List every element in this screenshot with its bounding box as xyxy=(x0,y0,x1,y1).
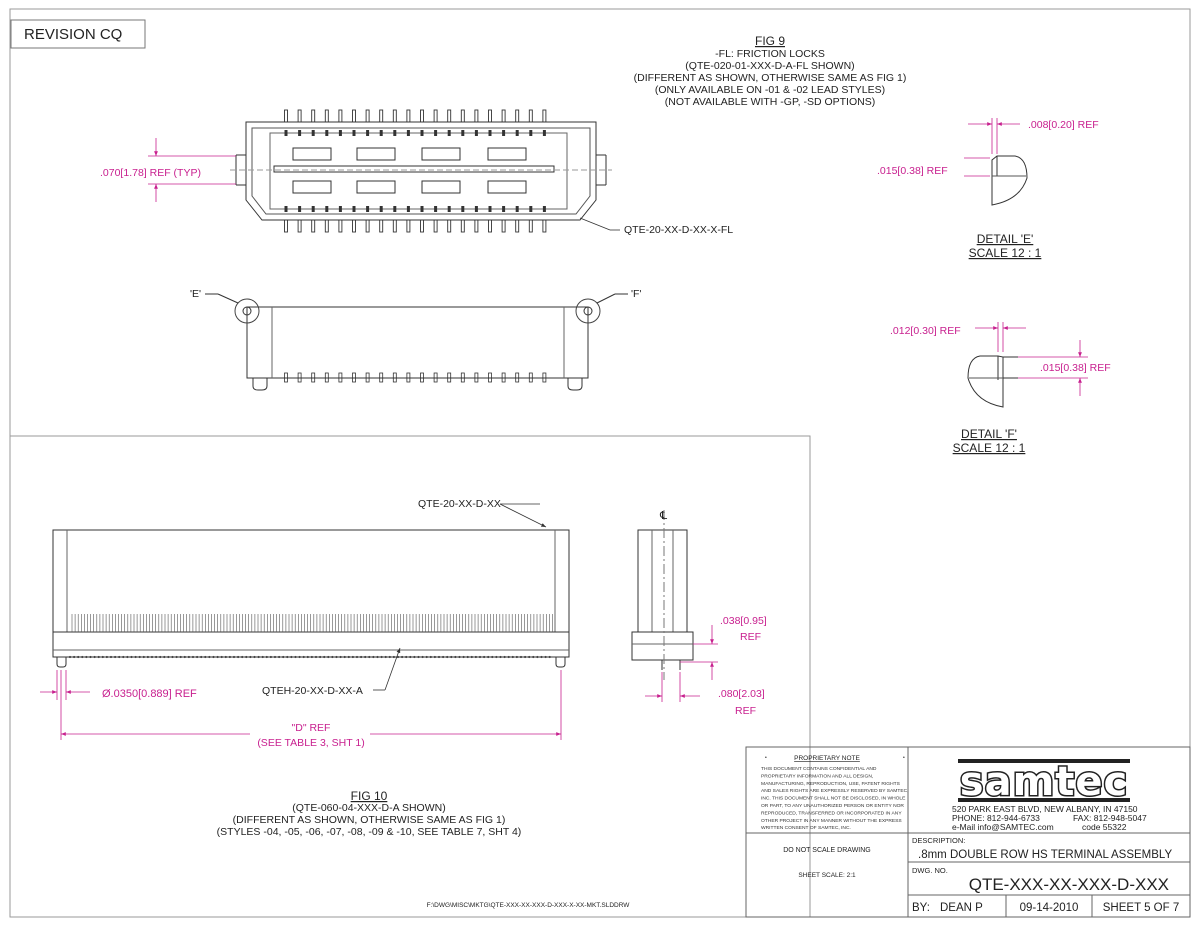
do-not-scale: DO NOT SCALE DRAWING xyxy=(783,847,871,854)
detail-f-title: DETAIL 'F' xyxy=(961,427,1017,441)
detail-f-scale: SCALE 12 : 1 xyxy=(953,441,1026,455)
by-name: DEAN P xyxy=(940,902,983,914)
fig9-pin-row xyxy=(284,109,547,233)
fig10-note-1: (QTE-060-04-XXX-D-A SHOWN) xyxy=(292,802,445,814)
fig10-centerline: ℄ xyxy=(659,510,667,522)
fig10-front-view xyxy=(52,529,570,668)
sheet-number: SHEET 5 OF 7 xyxy=(1103,902,1179,914)
fig10-side-dimensions xyxy=(645,625,718,702)
fig10-side-dim-top-ref: REF xyxy=(740,631,761,643)
proprietary-title: PROPRIETARY NOTE xyxy=(794,755,860,762)
fig10-side-dim-bottom: .080[2.03] xyxy=(718,688,765,700)
fig10-dimensions xyxy=(40,670,562,740)
company-phone: PHONE: 812-944-6733 xyxy=(952,813,1040,823)
detail-e-view xyxy=(991,155,1028,206)
proprietary-line: MANUFACTURING, REPRODUCTION, USE, PATENT… xyxy=(761,781,901,787)
detail-e-dim-side: .015[0.38] REF xyxy=(877,165,948,177)
fig9-dim-ref: .070[1.78] REF (TYP) xyxy=(100,167,201,179)
fig9-note-4: (ONLY AVAILABLE ON -01 & -02 LEAD STYLES… xyxy=(655,84,885,96)
fig10-frame xyxy=(10,435,811,917)
proprietary-line: INC. THIS DOCUMENT SHALL NOT BE DISCLOSE… xyxy=(761,796,906,802)
proprietary-line: PROPRIETARY INFORMATION AND ALL DESIGN, xyxy=(761,773,873,779)
fig10-note-3: (STYLES -04, -05, -06, -07, -08, -09 & -… xyxy=(217,826,522,838)
fig10-side-dim-bottom-ref: REF xyxy=(735,705,756,717)
fig10-d-ref-note: (SEE TABLE 3, SHT 1) xyxy=(257,737,364,749)
detail-f-view xyxy=(967,355,1018,408)
fig10-contact-ticks xyxy=(71,614,553,632)
revision-label: REVISION CQ xyxy=(24,26,122,43)
samtec-logo: samtec xyxy=(958,758,1130,807)
detail-e-dimension xyxy=(964,118,1020,177)
detail-f-marker: 'F' xyxy=(631,288,641,300)
detail-e-title: DETAIL 'E' xyxy=(977,232,1034,246)
svg-text:•: • xyxy=(765,755,767,761)
dwg-no: QTE-XXX-XX-XXX-D-XXX xyxy=(969,875,1169,894)
proprietary-line: WRITTEN CONSENT OF SAMTEC, INC. xyxy=(761,825,851,831)
proprietary-text: THIS DOCUMENT CONTAINS CONFIDENTIAL ANDP… xyxy=(761,766,909,831)
company-code: code 55322 xyxy=(1082,822,1127,832)
fig10-title: FIG 10 xyxy=(351,789,388,803)
fig9-note-3: (DIFFERENT AS SHOWN, OTHERWISE SAME AS F… xyxy=(634,72,907,84)
drawing-date: 09-14-2010 xyxy=(1020,902,1079,914)
detail-f-dimension xyxy=(975,322,1088,396)
fig10-bottom-leader xyxy=(384,647,401,691)
fig9-leader xyxy=(579,217,611,231)
fig9-note-5: (NOT AVAILABLE WITH -GP, -SD OPTIONS) xyxy=(665,96,875,108)
description-label: DESCRIPTION: xyxy=(912,836,965,845)
file-path: F:\DWG\MISC\MKTG\QTE-XXX-XX-XXX-D-XXX-X-… xyxy=(427,902,631,909)
fig10-bottom-label: QTEH-20-XX-D-XX-A xyxy=(262,685,363,697)
detail-f-dim-side: .015[0.38] REF xyxy=(1040,362,1111,374)
proprietary-line: AND SALES RIGHTS ARE EXPRESSLY RESERVED … xyxy=(761,788,909,794)
detail-f-dim-top: .012[0.30] REF xyxy=(890,325,961,337)
company-fax: FAX: 812-948-5047 xyxy=(1073,813,1147,823)
description: .8mm DOUBLE ROW HS TERMINAL ASSEMBLY xyxy=(918,849,1172,861)
fig10-side-view xyxy=(631,510,694,680)
proprietary-line: REPRODUCED, TRANSFERRED OR INCORPORATED … xyxy=(761,810,902,816)
revision-box xyxy=(10,19,146,49)
detail-e-dim-top: .008[0.20] REF xyxy=(1028,119,1099,131)
fig10-side-dim-top: .038[0.95] xyxy=(720,615,767,627)
sheet-scale: SHEET SCALE: 2:1 xyxy=(798,872,856,879)
fig9-note-2: (QTE-020-01-XXX-D-A-FL SHOWN) xyxy=(685,60,854,72)
fig9-title: FIG 9 xyxy=(755,34,785,48)
fig10-dia-dim: Ø.0350[0.889] REF xyxy=(102,688,197,700)
fig9-side-pin-row xyxy=(284,372,547,383)
fig10-top-label: QTE-20-XX-D-XX xyxy=(418,498,501,510)
fig9-note-1: -FL: FRICTION LOCKS xyxy=(715,48,825,60)
proprietary-line: OTHER PROJECT IN ANY MANNER WITHOUT THE … xyxy=(761,818,902,824)
fig9-top-view xyxy=(230,121,612,221)
by-label: BY: xyxy=(912,902,930,914)
company-email: e-Mail info@SAMTEC.com xyxy=(952,822,1054,832)
samtec-logo-text: samtec xyxy=(960,759,1128,805)
fig10-note-2: (DIFFERENT AS SHOWN, OTHERWISE SAME AS F… xyxy=(233,814,506,826)
fig9-side-view xyxy=(205,293,628,391)
svg-text:•: • xyxy=(903,755,905,761)
fig9-part-label: QTE-20-XX-D-XX-X-FL xyxy=(624,224,733,236)
sheet-border xyxy=(9,8,1191,918)
title-block xyxy=(745,746,1191,918)
company-address: 520 PARK EAST BLVD, NEW ALBANY, IN 47150 xyxy=(952,804,1138,814)
detail-e-scale: SCALE 12 : 1 xyxy=(969,246,1042,260)
fig9-dimension xyxy=(148,138,236,202)
fig10-d-ref: "D" REF xyxy=(292,722,331,734)
proprietary-line: THIS DOCUMENT CONTAINS CONFIDENTIAL AND xyxy=(761,766,877,772)
dwg-no-label: DWG. NO. xyxy=(912,866,948,875)
fig10-pin-dots xyxy=(68,655,551,659)
proprietary-line: OR PART, TO ANY UNAUTHORIZED PERSON OR E… xyxy=(761,803,904,809)
detail-e-marker: 'E' xyxy=(190,288,201,300)
fig10-top-leader xyxy=(499,503,547,528)
